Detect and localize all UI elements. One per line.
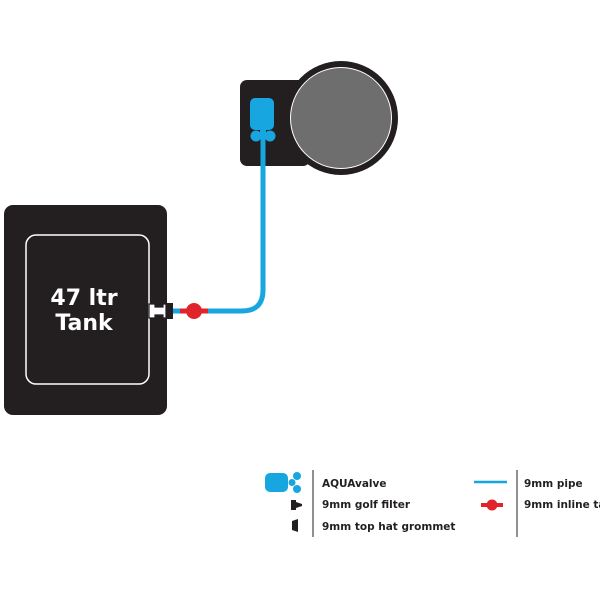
- legend-label-grommet: 9mm top hat grommet: [322, 521, 455, 533]
- pipe: [172, 135, 266, 314]
- legend-label-golf-filter: 9mm golf filter: [322, 499, 411, 511]
- tank-label-name: Tank: [55, 311, 114, 336]
- inline-tap-icon: [180, 303, 208, 319]
- legend-grommet-icon: [292, 519, 298, 532]
- legend-tap-icon: [481, 499, 503, 511]
- legend-golf-filter-icon: [291, 500, 302, 510]
- legend-label-aquavalve: AQUAvalve: [322, 478, 387, 490]
- aquavalve-icon: [250, 98, 276, 142]
- legend-label-pipe: 9mm pipe: [524, 478, 583, 490]
- plant-pot: [240, 61, 398, 175]
- legend-label-tap: 9mm inline tap: [524, 499, 600, 511]
- tank: 47 ltr Tank: [4, 205, 167, 415]
- legend: AQUAvalve 9mm golf filter 9mm top hat gr…: [265, 470, 600, 537]
- top-hat-grommet-icon: [148, 303, 173, 319]
- tank-label-capacity: 47 ltr: [50, 286, 117, 311]
- legend-aquavalve-icon: [265, 472, 301, 493]
